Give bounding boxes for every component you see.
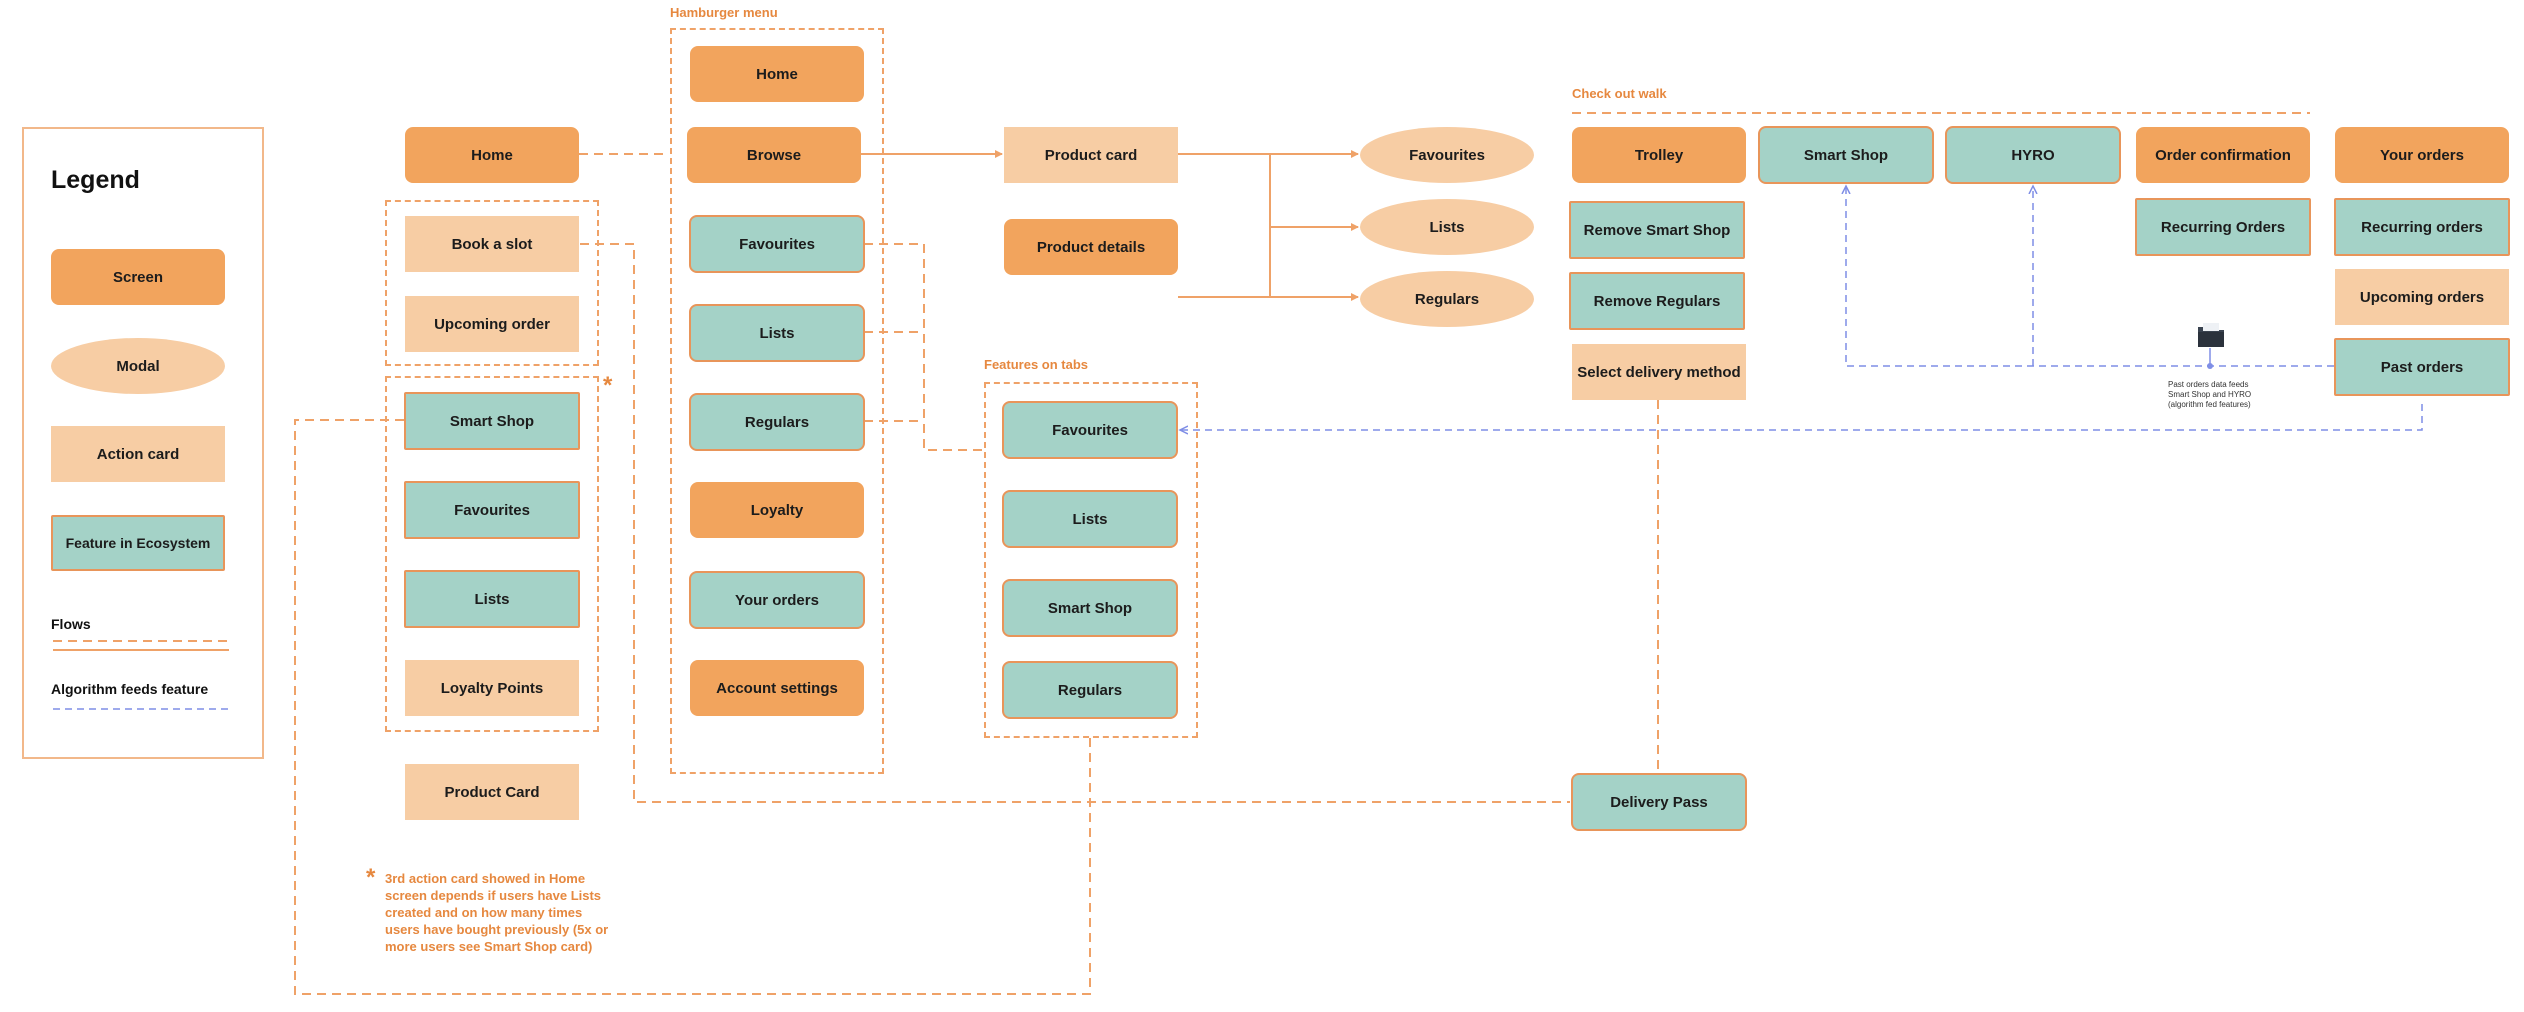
legend-algorithm-label: Algorithm feeds feature — [51, 681, 209, 697]
algo-pastorders-to-smartshop — [1846, 186, 2334, 367]
flow-bookslot-to-deliverypass — [580, 243, 1570, 803]
flow-product-to-modals — [1178, 153, 1358, 298]
tab-regulars[interactable]: Regulars — [1002, 661, 1178, 719]
flow-smartshop-loop — [294, 419, 1091, 995]
product-details[interactable]: Product details — [1004, 219, 1178, 275]
footnote-star: * — [366, 864, 376, 891]
checkout-trolley[interactable]: Trolley — [1572, 127, 1746, 183]
select-delivery-method[interactable]: Select delivery method — [1572, 344, 1746, 400]
loyalty-points-card[interactable]: Loyalty Points — [405, 660, 579, 716]
past-orders[interactable]: Past orders — [2334, 338, 2510, 396]
your-orders-screen[interactable]: Your orders — [2335, 127, 2509, 183]
order-confirmation[interactable]: Order confirmation — [2136, 127, 2310, 183]
checkout-walk-title: Check out walk — [1572, 86, 1667, 101]
menu-lists[interactable]: Lists — [689, 304, 865, 362]
product-lists-modal[interactable]: Lists — [1360, 199, 1534, 255]
menu-favourites[interactable]: Favourites — [689, 215, 865, 273]
home-action-cards-group — [385, 200, 599, 366]
tab-smart-shop[interactable]: Smart Shop — [1002, 579, 1178, 637]
tab-lists[interactable]: Lists — [1002, 490, 1178, 548]
upcoming-order-card[interactable]: Upcoming order — [405, 296, 579, 352]
legend-flows-label: Flows — [51, 616, 91, 632]
menu-loyalty[interactable]: Loyalty — [690, 482, 864, 538]
legend-algorithm-swatch — [53, 708, 229, 710]
features-on-tabs-group — [984, 382, 1198, 738]
delivery-pass[interactable]: Delivery Pass — [1571, 773, 1747, 831]
menu-home[interactable]: Home — [690, 46, 864, 102]
past-orders-note: Past orders data feeds Smart Shop and HY… — [2168, 380, 2252, 409]
book-a-slot-card[interactable]: Book a slot — [405, 216, 579, 272]
legend-feature-swatch: Feature in Ecosystem — [51, 515, 225, 571]
upcoming-orders-card[interactable]: Upcoming orders — [2335, 269, 2509, 325]
remove-smart-shop[interactable]: Remove Smart Shop — [1569, 201, 1745, 259]
menu-your-orders[interactable]: Your orders — [689, 571, 865, 629]
menu-account-settings[interactable]: Account settings — [690, 660, 864, 716]
hamburger-menu-group — [670, 28, 884, 774]
product-card[interactable]: Product card — [1004, 127, 1178, 183]
footnote-text: 3rd action card showed in Home screen de… — [385, 871, 609, 954]
home-favourites[interactable]: Favourites — [404, 481, 580, 539]
legend-action-card-swatch: Action card — [51, 426, 225, 482]
recurring-orders[interactable]: Recurring orders — [2334, 198, 2510, 256]
legend-title: Legend — [51, 166, 140, 194]
algo-pastorders-to-tabs — [1180, 404, 2423, 430]
home-features-group — [385, 376, 599, 732]
home-lists[interactable]: Lists — [404, 570, 580, 628]
product-favourites-modal[interactable]: Favourites — [1360, 127, 1534, 183]
product-regulars-modal[interactable]: Regulars — [1360, 271, 1534, 327]
home-smart-shop[interactable]: Smart Shop — [404, 392, 580, 450]
menu-regulars[interactable]: Regulars — [689, 393, 865, 451]
checkout-smart-shop[interactable]: Smart Shop — [1758, 126, 1934, 184]
legend-flows-swatch — [53, 640, 229, 651]
remove-regulars[interactable]: Remove Regulars — [1569, 272, 1745, 330]
confirmation-recurring-orders[interactable]: Recurring Orders — [2135, 198, 2311, 256]
tab-favourites[interactable]: Favourites — [1002, 401, 1178, 459]
flow-menu-to-tabs — [864, 243, 986, 451]
menu-browse[interactable]: Browse — [687, 127, 861, 183]
folder-icon — [2198, 323, 2224, 347]
product-card-home[interactable]: Product Card — [405, 764, 579, 820]
features-on-tabs-title: Features on tabs — [984, 357, 1089, 372]
legend-screen-swatch: Screen — [51, 249, 225, 305]
hamburger-menu-title: Hamburger menu — [670, 5, 778, 20]
home-screen[interactable]: Home — [405, 127, 579, 183]
checkout-hyro[interactable]: HYRO — [1945, 126, 2121, 184]
legend-modal-swatch: Modal — [51, 338, 225, 394]
footnote-marker: * — [603, 372, 613, 399]
